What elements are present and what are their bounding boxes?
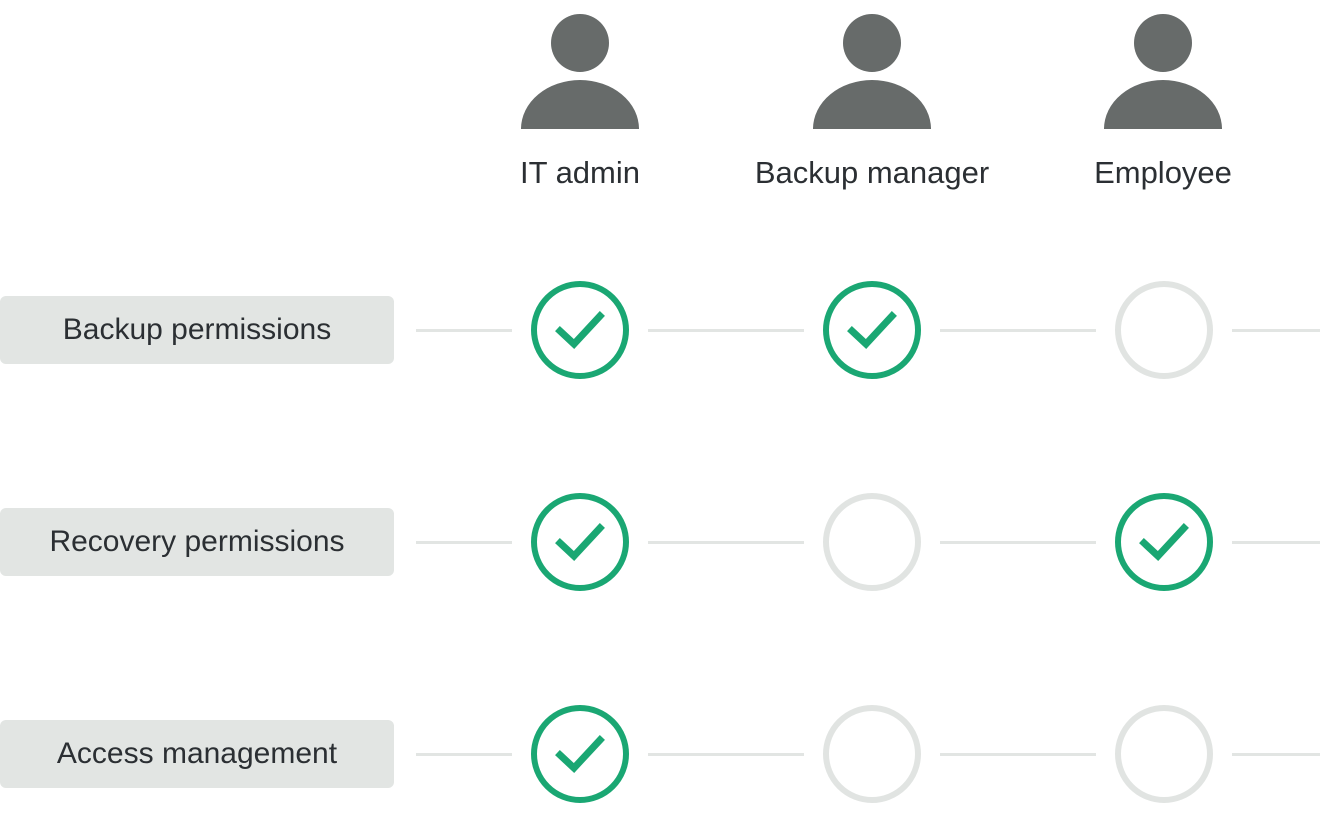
- connector-line: [940, 541, 1096, 544]
- check-circle-icon: [528, 278, 632, 382]
- permission-label: Access management: [0, 720, 394, 788]
- user-icon: [812, 14, 932, 130]
- role-label: Employee: [1094, 155, 1232, 190]
- connector-line: [940, 329, 1096, 332]
- check-circle-icon: [528, 702, 632, 806]
- connector-line: [416, 329, 512, 332]
- empty-circle-icon: [1112, 702, 1216, 806]
- empty-circle-icon: [820, 490, 924, 594]
- check-circle-icon: [528, 490, 632, 594]
- permission-label: Backup permissions: [0, 296, 394, 364]
- connector-line: [940, 753, 1096, 756]
- connector-line: [648, 753, 804, 756]
- user-icon: [1103, 14, 1223, 130]
- connector-line: [416, 541, 512, 544]
- check-circle-icon: [1112, 490, 1216, 594]
- connector-line: [648, 329, 804, 332]
- permission-label: Recovery permissions: [0, 508, 394, 576]
- check-circle-icon: [820, 278, 924, 382]
- connector-line: [1232, 753, 1320, 756]
- empty-circle-icon: [1112, 278, 1216, 382]
- connector-line: [648, 541, 804, 544]
- role-label: Backup manager: [754, 155, 990, 190]
- connector-line: [416, 753, 512, 756]
- connector-line: [1232, 541, 1320, 544]
- empty-circle-icon: [820, 702, 924, 806]
- connector-line: [1232, 329, 1320, 332]
- role-label: IT admin: [519, 155, 641, 190]
- user-icon: [520, 14, 640, 130]
